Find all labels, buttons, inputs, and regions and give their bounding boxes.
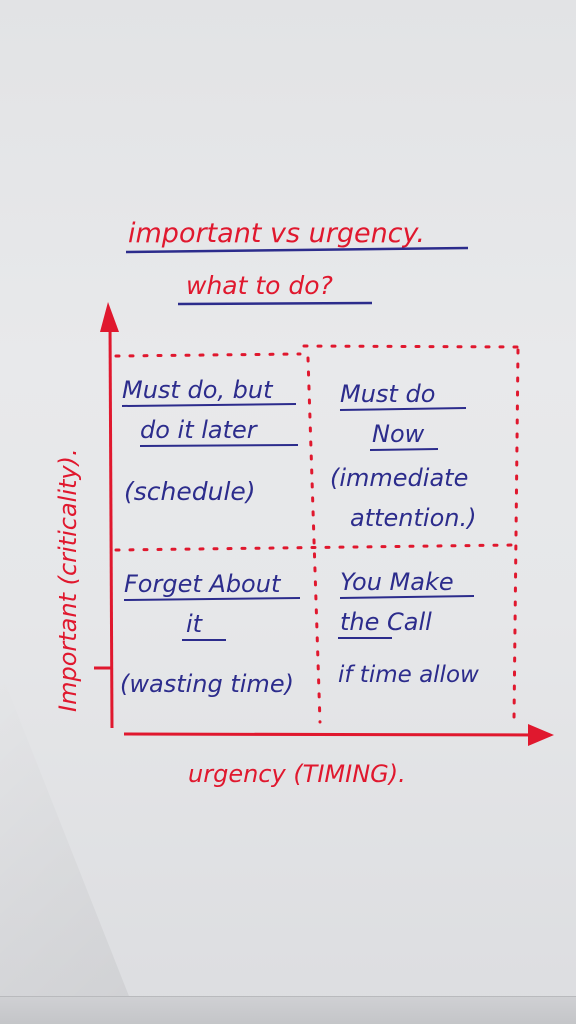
q-bottom-left-heading-2: it xyxy=(186,610,204,638)
grid-right-edge xyxy=(512,348,520,722)
q-bottom-left-heading-1: Forget About xyxy=(124,570,282,598)
q-bottom-right-note: if time allow xyxy=(338,662,479,688)
q-top-right-note-1: (immediate xyxy=(330,464,468,492)
q-top-right-heading-2: Now xyxy=(372,420,425,448)
paper-bottom-edge xyxy=(0,996,576,1024)
grid-top-left-edge xyxy=(114,352,302,358)
y-axis-label: Important (criticality). xyxy=(54,448,82,712)
grid-vertical-divider xyxy=(306,356,322,724)
x-axis-label: urgency (TIMING). xyxy=(188,760,406,788)
quadrant-grid xyxy=(114,344,526,724)
title-underline-2 xyxy=(177,301,373,306)
q-top-left-heading-1: Must do, but xyxy=(122,376,274,404)
title-underline-1 xyxy=(125,246,469,254)
q-top-left-underline-1 xyxy=(121,403,297,407)
q-bottom-right-heading-1: You Make xyxy=(340,568,454,596)
q-top-right-underline-1 xyxy=(339,407,467,411)
x-axis-arrowhead xyxy=(528,724,554,746)
q-top-left-underline-2 xyxy=(139,444,299,447)
grid-horizontal-divider xyxy=(114,543,516,552)
y-axis-arrowhead xyxy=(100,302,119,332)
q-top-left-note: (schedule) xyxy=(124,477,256,506)
y-axis-line xyxy=(108,321,114,729)
q-bottom-left-note: (wasting time) xyxy=(120,670,294,698)
x-axis-line xyxy=(123,732,541,737)
q-bottom-left-underline-1 xyxy=(123,597,301,601)
q-bottom-right-underline-1 xyxy=(339,595,475,599)
q-top-right-note-2: attention.) xyxy=(350,504,476,532)
q-top-left-heading-2: do it later xyxy=(140,416,259,444)
q-top-right-heading-1: Must do xyxy=(340,380,435,408)
title-line-2: what to do? xyxy=(186,271,333,300)
q-top-right-underline-2 xyxy=(369,448,439,451)
q-bottom-right-heading-2: the Call xyxy=(340,608,432,636)
title-line-1: important vs urgency. xyxy=(128,218,425,249)
grid-top-right-edge xyxy=(302,344,526,349)
